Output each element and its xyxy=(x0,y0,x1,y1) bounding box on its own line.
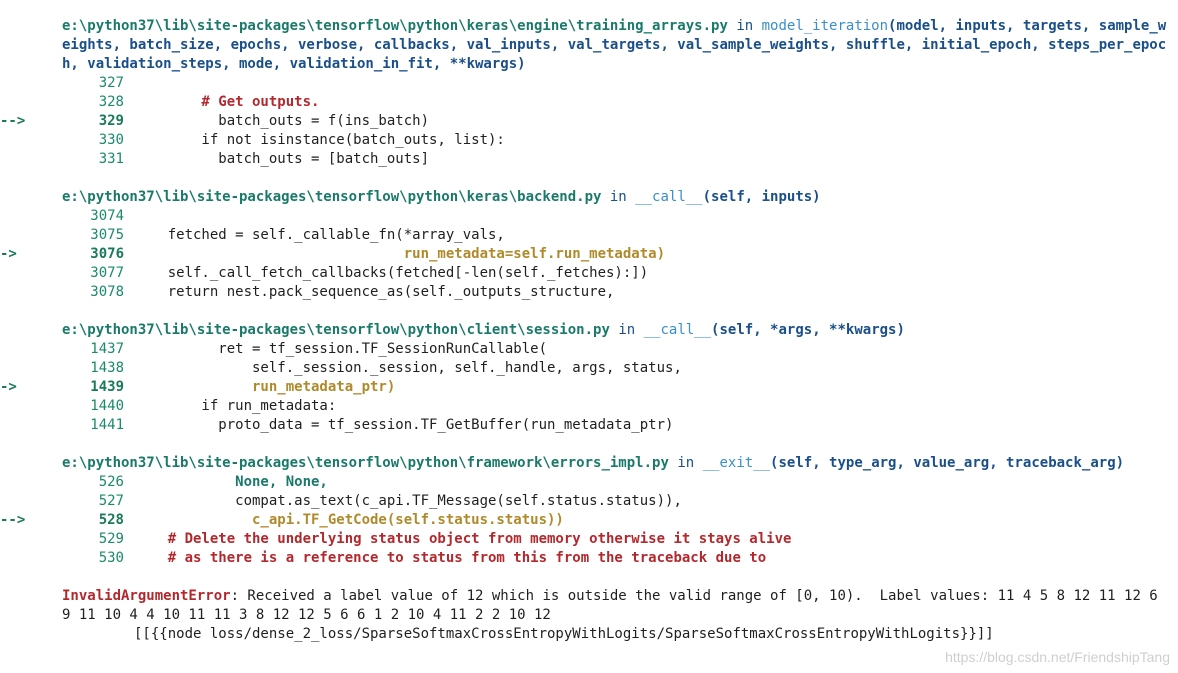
line-number: 529 xyxy=(98,531,124,547)
code-text: ret = tf_session.TF_SessionRunCallable( xyxy=(134,341,548,357)
current-line-arrow: -> xyxy=(0,246,17,262)
frame-in-keyword: in xyxy=(677,455,695,471)
code-line: 3074 xyxy=(62,207,1168,226)
code-text: batch_outs = f(ins_batch) xyxy=(134,113,430,129)
code-line: 1438 self._session._session, self._handl… xyxy=(62,359,1168,378)
code-text: return nest.pack_sequence_as(self._outpu… xyxy=(134,284,615,300)
code-line: --> 329 batch_outs = f(ins_batch) xyxy=(0,112,1168,131)
current-line-arrow: --> xyxy=(0,512,26,528)
line-number: 331 xyxy=(98,151,124,167)
frame-in-keyword: in xyxy=(609,189,627,205)
code-line: 1440 if run_metadata: xyxy=(62,397,1168,416)
current-line-arrow: -> xyxy=(0,379,17,395)
traceback-output: e:\python37\lib\site-packages\tensorflow… xyxy=(0,17,1168,644)
line-number: 530 xyxy=(98,550,124,566)
code-text: # Get outputs. xyxy=(134,94,320,110)
code-text: batch_outs = [batch_outs] xyxy=(134,151,430,167)
code-line: 526 None, None, xyxy=(62,473,1168,492)
line-number: 1438 xyxy=(90,360,124,376)
line-number: 1441 xyxy=(90,417,124,433)
code-line: 529 # Delete the underlying status objec… xyxy=(62,530,1168,549)
frame-file-path: e:\python37\lib\site-packages\tensorflow… xyxy=(62,455,669,471)
line-number: 3077 xyxy=(90,265,124,281)
code-line: 3075 fetched = self._callable_fn(*array_… xyxy=(62,226,1168,245)
line-number: 330 xyxy=(98,132,124,148)
code-line: 3077 self._call_fetch_callbacks(fetched[… xyxy=(62,264,1168,283)
line-number: 3075 xyxy=(90,227,124,243)
frame-function-name: __exit__ xyxy=(702,455,771,471)
code-line: --> 528 c_api.TF_GetCode(self.status.stat… xyxy=(0,511,1168,530)
frame-function-name: __call__ xyxy=(643,322,712,338)
line-number: 526 xyxy=(98,474,124,490)
code-text: run_metadata=self.run_metadata) xyxy=(134,246,666,262)
frame-in-keyword: in xyxy=(736,18,754,34)
error-type: InvalidArgumentError xyxy=(62,588,231,604)
code-text: compat.as_text(c_api.TF_Message(self.sta… xyxy=(134,493,682,509)
error-node: [[{{node loss/dense_2_loss/SparseSoftmax… xyxy=(134,626,994,642)
frame-header: e:\python37\lib\site-packages\tensorflow… xyxy=(62,17,1168,74)
code-text: self._call_fetch_callbacks(fetched[-len(… xyxy=(134,265,649,281)
code-line: -> 3076 run_metadata=self.run_metadata) xyxy=(0,245,1168,264)
code-line: 527 compat.as_text(c_api.TF_Message(self… xyxy=(62,492,1168,511)
error-text: : Received a label value of 12 which is … xyxy=(62,588,1167,623)
frame-file-path: e:\python37\lib\site-packages\tensorflow… xyxy=(62,18,728,34)
line-number: 3076 xyxy=(90,246,124,262)
line-number: 527 xyxy=(98,493,124,509)
line-number: 3078 xyxy=(90,284,124,300)
code-text: self._session._session, self._handle, ar… xyxy=(134,360,682,376)
line-number: 328 xyxy=(98,94,124,110)
frame-signature: (self, *args, **kwargs) xyxy=(711,322,905,338)
line-number: 1437 xyxy=(90,341,124,357)
watermark: https://blog.csdn.net/FriendshipTang xyxy=(945,649,1170,665)
code-line: 328 # Get outputs. xyxy=(62,93,1168,112)
code-line: -> 1439 run_metadata_ptr) xyxy=(0,378,1168,397)
line-number: 1439 xyxy=(90,379,124,395)
code-text: if run_metadata: xyxy=(134,398,337,414)
code-line: 3078 return nest.pack_sequence_as(self._… xyxy=(62,283,1168,302)
line-number: 3074 xyxy=(90,208,124,224)
blank-line xyxy=(62,169,1168,188)
frame-header: e:\python37\lib\site-packages\tensorflow… xyxy=(62,188,1168,207)
blank-line xyxy=(62,435,1168,454)
frame-in-keyword: in xyxy=(618,322,636,338)
frame-signature: (model, inputs, targets, sample_weights,… xyxy=(62,18,1167,72)
code-line: 1441 proto_data = tf_session.TF_GetBuffe… xyxy=(62,416,1168,435)
blank-line xyxy=(62,568,1168,587)
code-text: c_api.TF_GetCode(self.status.status)) xyxy=(134,512,564,528)
code-text: # as there is a reference to status from… xyxy=(134,550,767,566)
code-line: 1437 ret = tf_session.TF_SessionRunCalla… xyxy=(62,340,1168,359)
code-text: run_metadata_ptr) xyxy=(134,379,396,395)
code-text: None, None, xyxy=(134,474,328,490)
code-line: 331 batch_outs = [batch_outs] xyxy=(62,150,1168,169)
code-line: 327 xyxy=(62,74,1168,93)
frame-file-path: e:\python37\lib\site-packages\tensorflow… xyxy=(62,189,602,205)
blank-line xyxy=(62,302,1168,321)
frame-header: e:\python37\lib\site-packages\tensorflow… xyxy=(62,454,1168,473)
code-line: 330 if not isinstance(batch_outs, list): xyxy=(62,131,1168,150)
frame-file-path: e:\python37\lib\site-packages\tensorflow… xyxy=(62,322,610,338)
code-line: 530 # as there is a reference to status … xyxy=(62,549,1168,568)
frame-header: e:\python37\lib\site-packages\tensorflow… xyxy=(62,321,1168,340)
code-text: proto_data = tf_session.TF_GetBuffer(run… xyxy=(134,417,674,433)
line-number: 327 xyxy=(98,75,124,91)
frame-function-name: __call__ xyxy=(635,189,703,205)
line-number: 1440 xyxy=(90,398,124,414)
current-line-arrow: --> xyxy=(0,113,26,129)
frame-signature: (self, type_arg, value_arg, traceback_ar… xyxy=(770,455,1125,471)
code-text: fetched = self._callable_fn(*array_vals, xyxy=(134,227,505,243)
line-number: 329 xyxy=(98,113,124,129)
code-text: if not isinstance(batch_outs, list): xyxy=(134,132,505,148)
error-message: InvalidArgumentError: Received a label v… xyxy=(62,587,1168,625)
code-text: # Delete the underlying status object fr… xyxy=(134,531,792,547)
line-number: 528 xyxy=(98,512,124,528)
frame-signature: (self, inputs) xyxy=(702,189,821,205)
frame-function-name: model_iteration xyxy=(761,18,889,34)
